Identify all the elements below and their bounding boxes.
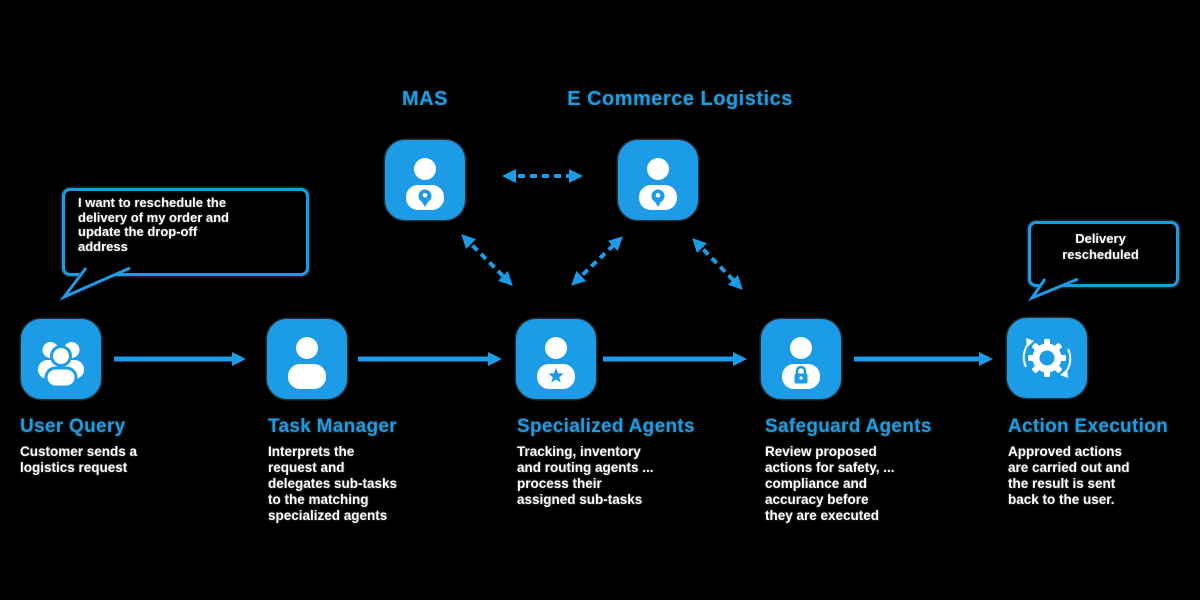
stage-label-task-manager: Task Manager [268,416,397,437]
stage-label-specialized-agents: Specialized Agents [517,416,695,437]
users-group-icon [29,327,93,391]
stage-desc-safeguard-agents: Review proposed actions for safety, ... … [765,444,895,523]
person-icon [275,327,339,391]
agent-location-icon [626,148,690,212]
stage-desc-user-query: Customer sends a logistics request [20,444,138,475]
response-speech-bubble [1028,221,1179,287]
task-manager-tile [267,319,347,399]
specialized-agents-tile [516,319,596,399]
person-lock-icon [769,327,833,391]
response-speech-text: Delivery rescheduled [1062,231,1139,262]
logistics-agent-tile [618,140,698,220]
stage-desc-action-execution: Approved actions are carried out and the… [1008,444,1130,507]
stage-desc-specialized-agents: Tracking, inventory and routing agents .… [517,444,654,507]
mas-title: MAS [402,88,448,110]
action-execution-tile [1007,318,1087,398]
user-query-speech-text: I want to reschedule the delivery of my … [78,195,229,254]
user-query-tile [21,319,101,399]
stage-desc-task-manager: Interprets the request and delegates sub… [268,444,398,523]
mas-agent-tile [385,140,465,220]
agent-location-icon [393,148,457,212]
dashed-arrows [461,169,743,290]
user-query-speech-bubble [62,188,309,276]
arrow-specialized-logistics [571,236,623,286]
stage-label-action-execution: Action Execution [1008,416,1168,437]
person-star-icon [524,327,588,391]
safeguard-agents-tile [761,319,841,399]
arrow-mas-specialized [461,234,513,286]
ecommerce-logistics-title: E Commerce Logistics [567,88,793,110]
stage-label-safeguard-agents: Safeguard Agents [765,416,932,437]
gear-sync-icon [1015,326,1079,390]
stage-label-user-query: User Query [20,416,126,437]
arrow-logistics-safeguard [692,238,743,290]
